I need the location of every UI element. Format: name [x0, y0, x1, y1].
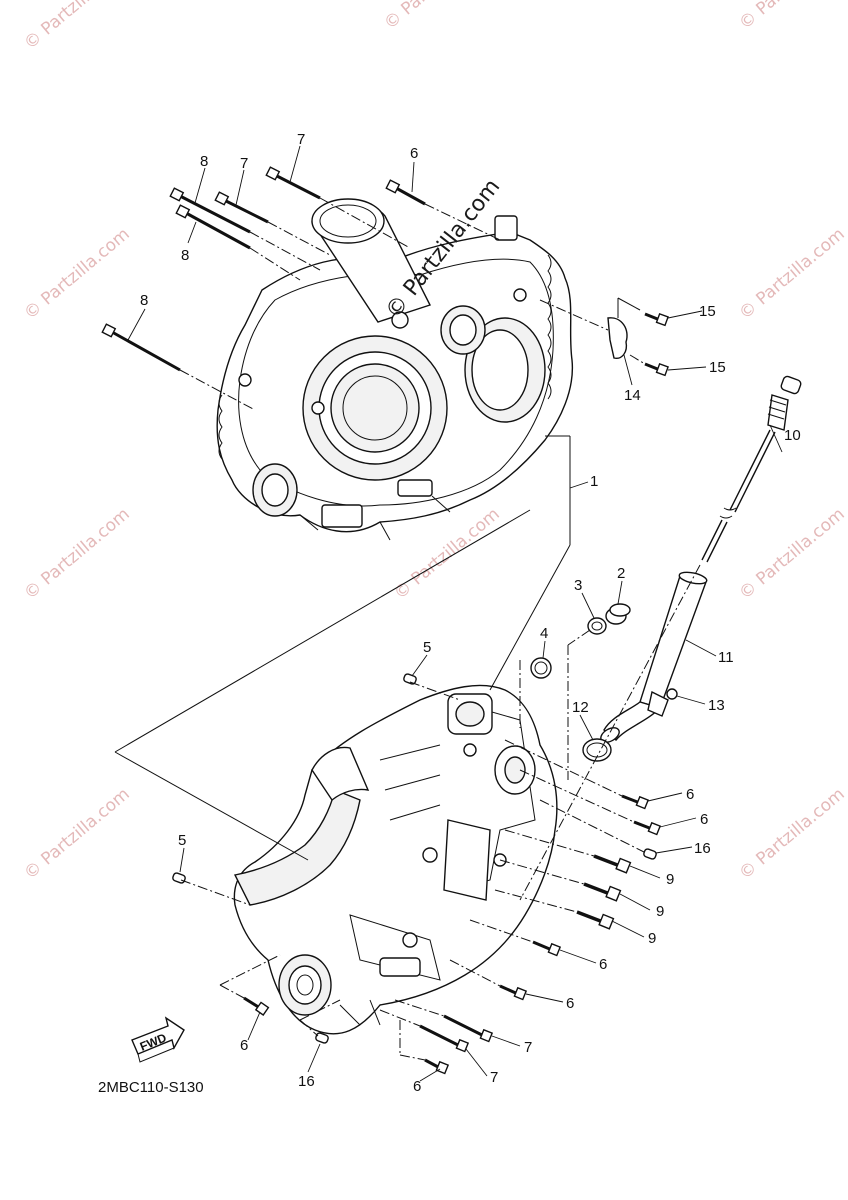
callout-6: 6	[686, 786, 694, 803]
oil-filler-tube	[600, 571, 708, 743]
callout-15: 15	[709, 359, 726, 376]
callout-6: 6	[240, 1037, 248, 1054]
callout-5: 5	[423, 639, 431, 656]
callout-7: 7	[524, 1039, 532, 1056]
bolt-7-lower-a	[443, 1014, 494, 1043]
diagram-code: 2MBC110-S130	[98, 1079, 204, 1096]
leader-lines	[127, 145, 783, 1082]
dowel-16-a	[643, 848, 657, 860]
bolt-9-b	[583, 882, 622, 902]
callout-7: 7	[490, 1069, 498, 1086]
fwd-arrow: FWD	[131, 1016, 185, 1063]
watermark: © Partzilla.com	[20, 224, 133, 324]
callout-9: 9	[656, 903, 664, 920]
callout-16: 16	[694, 840, 711, 857]
callout-8: 8	[140, 292, 148, 309]
gasket-3	[587, 617, 607, 635]
bolt-7-upper-a	[265, 166, 411, 249]
bolt-9-c	[576, 910, 615, 930]
callouts: 7 7 8 8 8 6 1 15 15 14 10 2 3 4 11 5 12 …	[140, 131, 801, 1095]
bolt-8-upper-b	[175, 204, 301, 281]
callout-15: 15	[699, 303, 716, 320]
callout-11: 11	[718, 649, 734, 666]
bolt-7-upper-b	[214, 191, 331, 256]
callout-14: 14	[624, 387, 641, 404]
callout-12: 12	[572, 699, 589, 716]
bolt-6-lower-b	[633, 820, 662, 836]
callout-6: 6	[566, 995, 574, 1012]
dowel-5-b	[172, 872, 186, 884]
lower-crankcase	[233, 684, 558, 1035]
watermark: © Partzilla.com	[20, 504, 133, 604]
bolt-6-lower-d	[499, 984, 528, 1001]
callout-4: 4	[540, 625, 548, 642]
watermark: © Partzilla.com	[20, 784, 133, 884]
callout-7: 7	[297, 131, 305, 148]
bolt-6-lower-e	[424, 1058, 450, 1075]
bolt-6-lower-a	[621, 794, 650, 810]
watermark: © Partzilla.com	[735, 784, 848, 884]
callout-8: 8	[200, 153, 208, 170]
callout-3: 3	[574, 577, 582, 594]
bolt-6-lower-c	[532, 940, 562, 957]
callout-9: 9	[648, 930, 656, 947]
bolt-15-b	[629, 354, 669, 377]
bolt-7-lower-b	[419, 1024, 470, 1053]
bolt-8-upper-a	[169, 187, 321, 271]
bolt-6-upper	[385, 179, 501, 241]
callout-6: 6	[700, 811, 708, 828]
bolt-8-upper-c	[101, 323, 256, 411]
upper-case-bolts	[101, 166, 501, 411]
callout-6: 6	[410, 145, 418, 162]
watermark: © Partzilla.com	[20, 0, 133, 54]
breather-plate	[539, 297, 669, 377]
dipstick	[701, 375, 802, 563]
lower-case-bolts	[243, 794, 662, 1075]
callout-5: 5	[178, 832, 186, 849]
dowel-5-a	[403, 673, 417, 685]
watermark: © Partzilla.com	[380, 0, 493, 34]
bolt-6-lower-f	[243, 996, 270, 1016]
bolt-15-a	[644, 312, 669, 327]
callout-9: 9	[666, 871, 674, 888]
callout-1: 1	[590, 473, 598, 490]
callout-6: 6	[599, 956, 607, 973]
seal-4	[530, 657, 552, 679]
callout-2: 2	[617, 565, 625, 582]
callout-7: 7	[240, 155, 248, 172]
upper-crankcase	[216, 198, 574, 541]
bolt-9-a	[593, 854, 632, 874]
watermark: © Partzilla.com	[735, 504, 848, 604]
callout-8: 8	[181, 247, 189, 264]
dowel-16-b	[315, 1032, 329, 1044]
watermark: © Partzilla.com	[735, 0, 848, 34]
callout-10: 10	[784, 427, 801, 444]
assembly-lines	[114, 435, 701, 1061]
fwd-label: FWD	[138, 1030, 169, 1053]
callout-16: 16	[298, 1073, 315, 1090]
watermark: © Partzilla.com	[735, 224, 848, 324]
callout-13: 13	[708, 697, 725, 714]
callout-6: 6	[413, 1078, 421, 1095]
